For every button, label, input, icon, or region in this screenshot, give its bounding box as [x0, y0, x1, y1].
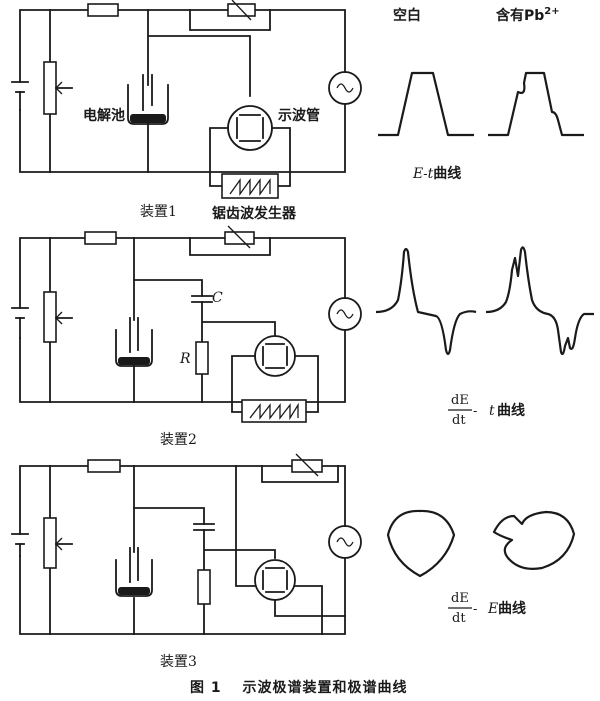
dedt-curve-lead	[485, 246, 594, 356]
device-3-label: 装置3	[160, 654, 197, 670]
resistor-top	[87, 459, 121, 473]
electrolytic-cell-label: 电解池	[83, 107, 125, 124]
resistor-r	[197, 569, 211, 605]
electrolytic-cell	[115, 317, 153, 367]
frac-numerator: dE	[451, 393, 469, 408]
et-curve-lead	[488, 71, 584, 137]
dedt-e-caption: dE dt - E 曲线	[448, 591, 526, 626]
dedt-e-caption-suffix: 曲线	[498, 600, 526, 617]
et-caption-e: E	[412, 166, 423, 182]
ac-source-2	[328, 297, 362, 331]
et-caption-suffix: 曲线	[433, 165, 461, 182]
capacitor-label: C	[212, 290, 223, 306]
potentiometer	[43, 61, 57, 115]
lead-heading-text: 含有Pb	[496, 7, 544, 24]
et-curve-caption: E-t曲线	[412, 165, 461, 182]
frac-numerator: dE	[451, 591, 469, 606]
dedt-e-caption-dash: -	[473, 602, 477, 617]
battery-symbol	[11, 307, 29, 339]
dedt-t-caption-t: t	[489, 403, 495, 419]
et-caption-t: t	[428, 166, 434, 182]
blank-heading: 空白	[393, 7, 421, 24]
oscilloscope-tube	[254, 559, 346, 635]
sawtooth-generator	[241, 399, 307, 423]
battery-symbol	[11, 533, 29, 557]
electrolytic-cell	[127, 74, 169, 125]
variable-resistor	[291, 459, 323, 473]
frac-denominator: dt	[452, 611, 466, 626]
oscilloscope-label: 示波管	[278, 107, 320, 124]
device-3-circuit: 装置3	[11, 453, 362, 670]
device-2-circuit: C R 装置2	[11, 225, 362, 448]
oscilloscope-tube	[231, 335, 319, 413]
ac-source-3	[328, 525, 362, 559]
potentiometer	[43, 291, 57, 343]
sawtooth-generator-label: 锯齿波发生器	[212, 205, 297, 222]
dedt-t-caption-dash: -	[473, 404, 477, 419]
dedt-e-caption-e: E	[487, 601, 498, 617]
dedt-t-caption: dE dt - t 曲线	[448, 393, 525, 428]
ac-source-1	[328, 71, 362, 105]
et-curve-blank	[378, 71, 474, 137]
resistor-label: R	[179, 351, 191, 367]
lead-heading: 含有Pb2+	[496, 6, 560, 24]
sawtooth-generator	[221, 173, 279, 199]
device-1-label: 装置1	[140, 204, 177, 220]
electrolytic-cell	[115, 547, 153, 597]
et-caption-dash: -	[423, 167, 427, 182]
dedt-t-caption-suffix: 曲线	[497, 402, 525, 419]
frac-denominator: dt	[452, 413, 466, 428]
figure-caption: 图 1 示波极谱装置和极谱曲线	[190, 679, 408, 696]
dedt-e-curve-blank	[386, 509, 456, 578]
battery-symbol	[11, 81, 29, 111]
dedt-curve-blank	[375, 247, 477, 356]
dedt-e-curve-lead	[492, 510, 576, 570]
lead-heading-sup: 2+	[544, 6, 559, 17]
resistor-r	[195, 341, 209, 375]
oscilloscope-tube	[209, 105, 291, 187]
device-1-circuit: 电解池 示波管 锯齿波发生器 装置1	[11, 0, 362, 222]
resistor-top	[87, 3, 119, 17]
potentiometer	[43, 517, 57, 569]
resistor-top	[84, 231, 117, 245]
device-2-label: 装置2	[160, 432, 197, 448]
